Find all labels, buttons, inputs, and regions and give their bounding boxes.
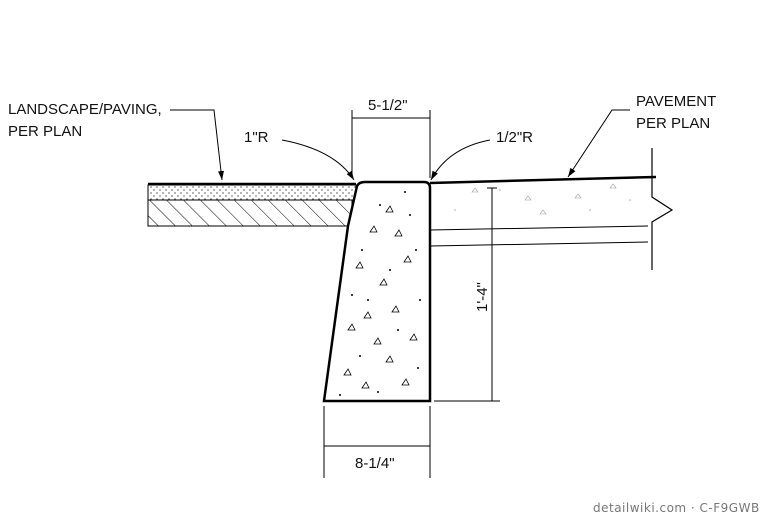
radius-left-callout: 1"R	[244, 129, 269, 146]
dimension-height: 1'-4"	[434, 187, 500, 402]
pavement-aggregate	[471, 183, 617, 215]
pavement	[429, 148, 674, 270]
curb-section	[322, 180, 432, 403]
landscape-callout-line2: PER PLAN	[8, 123, 82, 140]
pavement-callout-line1: PAVEMENT	[636, 93, 716, 110]
curb-outline	[322, 180, 432, 403]
subgrade-hatch	[147, 199, 353, 227]
break-line	[651, 148, 674, 270]
pavement-callout-line2: PER PLAN	[636, 115, 710, 132]
dimension-top-width: 5-1/2"	[351, 97, 431, 178]
leader-lines	[170, 109, 630, 181]
paving-layer	[147, 184, 357, 201]
landscape-callout-line1: LANDSCAPE/PAVING,	[8, 101, 162, 118]
watermark: detailwiki.com · C-F9GWB	[593, 501, 760, 515]
dimension-bottom-width: 8-1/4"	[323, 406, 431, 478]
concrete-aggregate	[343, 205, 418, 389]
radius-right-callout: 1/2"R	[496, 129, 533, 146]
bottom-width-label: 8-1/4"	[355, 455, 395, 472]
concrete-dots	[339, 191, 421, 396]
height-label: 1'-4"	[474, 282, 491, 312]
top-width-label: 5-1/2"	[368, 97, 408, 114]
landscape-paving	[147, 182, 357, 227]
